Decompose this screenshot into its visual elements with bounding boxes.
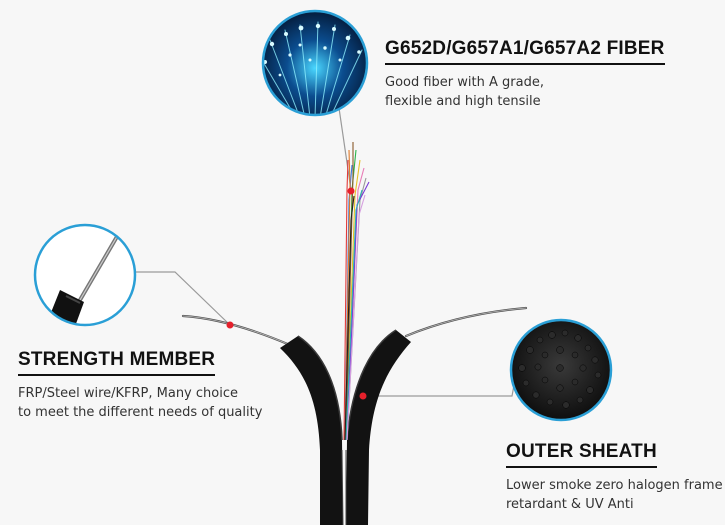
sheath-desc-line: Lower smoke zero halogen frame <box>506 478 723 493</box>
fiber-desc-line: flexible and high tensile <box>385 94 541 109</box>
sheath-marker <box>359 392 367 400</box>
fiber-marker <box>347 187 355 195</box>
strength-title: STRENGTH MEMBER <box>18 349 216 376</box>
callout-markers <box>226 187 367 400</box>
fiber-desc-line: Good fiber with A grade, <box>385 75 544 90</box>
sheath-closeup-icon <box>509 318 613 422</box>
strength-callout: STRENGTH MEMBER FRP/Steel wire/KFRP, Man… <box>18 349 262 422</box>
fiber-description: Good fiber with A grade, flexible and hi… <box>385 73 665 111</box>
sheath-desc-line: retardant & UV Anti <box>506 497 634 512</box>
sheath-title: OUTER SHEATH <box>506 441 657 468</box>
strength-closeup-icon <box>33 223 137 327</box>
strength-wires <box>181 306 528 347</box>
strength-desc-line: FRP/Steel wire/KFRP, Many choice <box>18 386 238 401</box>
strength-description: FRP/Steel wire/KFRP, Many choice to meet… <box>18 384 262 422</box>
strength-desc-line: to meet the different needs of quality <box>18 405 263 420</box>
strength-marker <box>226 321 234 329</box>
sheath-callout: OUTER SHEATH Lower smoke zero halogen fr… <box>506 441 723 514</box>
cable-body <box>280 329 411 525</box>
sheath-description: Lower smoke zero halogen frame retardant… <box>506 476 723 514</box>
fiber-callout: G652D/G657A1/G657A2 FIBER Good fiber wit… <box>385 38 665 111</box>
fiber-strands <box>343 142 370 441</box>
fiber-closeup-icon <box>261 9 369 117</box>
fiber-title: G652D/G657A1/G657A2 FIBER <box>385 38 665 65</box>
